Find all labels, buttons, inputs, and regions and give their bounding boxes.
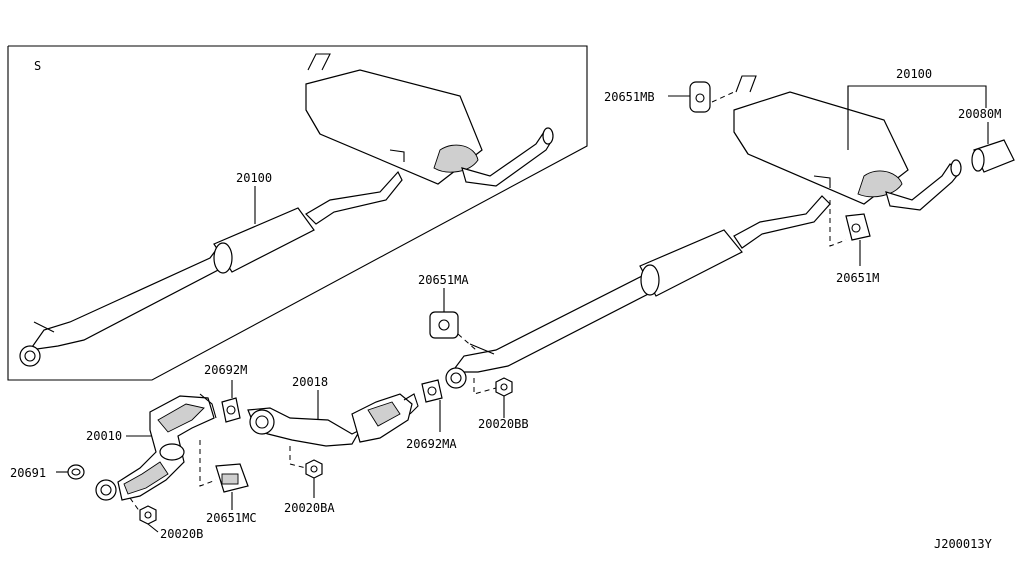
inset-exhaust-assembly (19, 53, 554, 367)
hanger-20651MA (429, 311, 459, 339)
label-20020B: 20020B (160, 527, 203, 541)
label-20691: 20691 (10, 466, 46, 480)
label-20080M: 20080M (958, 107, 1001, 121)
inset-label: S (34, 59, 41, 73)
bracket-20651MC (215, 463, 249, 493)
label-20010: 20010 (86, 429, 122, 443)
label-20651MC: 20651MC (206, 511, 257, 525)
nut-20020B (139, 505, 157, 525)
label-20100-inset: 20100 (236, 171, 272, 185)
o-ring-20691 (67, 464, 85, 480)
label-20651MB: 20651MB (604, 90, 655, 104)
label-20651MA: 20651MA (418, 273, 469, 287)
label-20018: 20018 (292, 375, 328, 389)
label-20100: 20100 (896, 67, 932, 81)
label-20020BB: 20020BB (478, 417, 529, 431)
front-pipe-20018 (247, 393, 419, 447)
rear-exhaust-assembly (445, 75, 962, 389)
label-20692MA: 20692MA (406, 437, 457, 451)
label-20651M: 20651M (836, 271, 879, 285)
nut-20020BB (495, 377, 513, 397)
label-20020BA: 20020BA (284, 501, 335, 515)
inset-frame (7, 45, 588, 381)
nut-20020BA (305, 459, 323, 479)
diagram-id: J200013Y (934, 537, 993, 551)
tail-finisher (971, 139, 1015, 173)
gasket-20692MA (421, 379, 443, 403)
label-20692M: 20692M (204, 363, 247, 377)
hanger-20651M (845, 213, 871, 241)
gasket-20692M (221, 397, 241, 423)
manifold-20010 (95, 393, 217, 501)
hanger-20651MB (689, 81, 711, 113)
